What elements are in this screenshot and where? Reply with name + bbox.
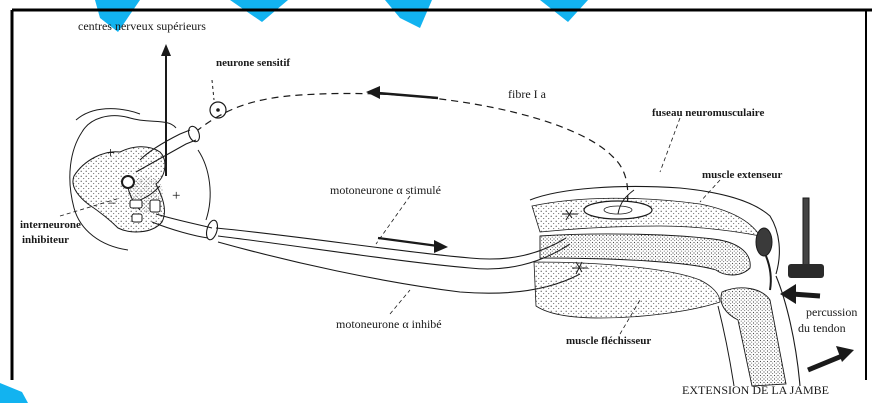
- plus-sign-right: +: [172, 188, 180, 204]
- label-fibre-ia: fibre I a: [508, 87, 547, 101]
- efferent-arrow: [378, 238, 448, 253]
- plus-sign-top: +: [106, 145, 115, 162]
- label-interneurone: interneurone: [20, 219, 81, 231]
- label-muscle-extenseur: muscle extenseur: [702, 169, 782, 181]
- label-centres-nerveux: centres nerveux supérieurs: [78, 19, 206, 33]
- label-muscle-flechisseur: muscle fléchisseur: [566, 335, 651, 347]
- label-neurone-sensitif: neurone sensitif: [216, 57, 290, 69]
- label-motoneurone-inhibe: motoneurone α inhibé: [336, 317, 442, 331]
- minus-sign: −: [108, 196, 116, 212]
- fuseau-neuromusculaire: [584, 190, 652, 219]
- reflex-hammer-icon: [788, 198, 824, 278]
- label-inhibiteur: inhibiteur: [22, 234, 69, 246]
- afferent-arrow: [366, 86, 438, 99]
- label-motoneurone-stimule: motoneurone α stimulé: [330, 183, 441, 197]
- motoneuron-stimule-axon: [216, 228, 570, 269]
- label-extension: EXTENSION DE LA JAMBE: [682, 383, 829, 397]
- percussion-arrow: [780, 284, 820, 304]
- grey-matter: [73, 147, 165, 232]
- sensory-neuron-soma: [210, 80, 226, 118]
- label-percussion: percussion: [806, 305, 857, 319]
- extension-arrow: [808, 346, 854, 370]
- label-du-tendon: du tendon: [798, 321, 846, 335]
- label-fuseau: fuseau neuromusculaire: [652, 107, 764, 119]
